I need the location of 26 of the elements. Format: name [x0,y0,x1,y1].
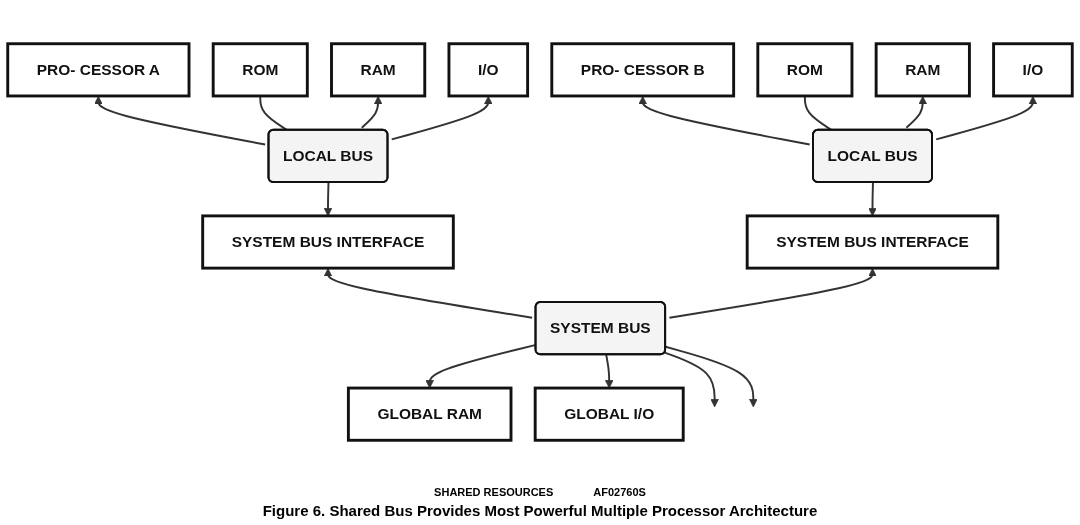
note-label: SHARED RESOURCES [434,486,554,498]
arrow [663,351,719,408]
node-box: GLOBAL I/O [533,386,685,442]
node-box: SYSTEM BUS INTERFACE [201,214,455,270]
arrow [905,95,928,129]
node-box: GLOBAL RAM [346,386,513,442]
node-box: RAM [874,42,971,98]
figure-caption: Figure 6. Shared Bus Provides Most Powerful Multiple Processor Architecture [262,502,818,519]
arrow [604,353,614,389]
arrow [668,268,877,319]
node-box: SYSTEM BUS INTERFACE [745,214,1000,270]
note-label: AF02760S [593,486,646,498]
node-box: ROM [756,42,854,98]
arrow [94,95,267,146]
arrow [323,268,534,319]
node-box: ROM [211,42,309,98]
node-box: I/O [447,42,530,98]
arrow [664,345,758,408]
node-box: I/O [992,42,1074,98]
arrow [638,95,811,146]
arrow [360,95,383,129]
node-box: PRO- CESSOR A [6,42,191,98]
arrow [390,95,493,141]
node-box: RAM [330,42,427,98]
arrow [935,95,1038,141]
node-box: PRO- CESSOR B [550,42,736,98]
